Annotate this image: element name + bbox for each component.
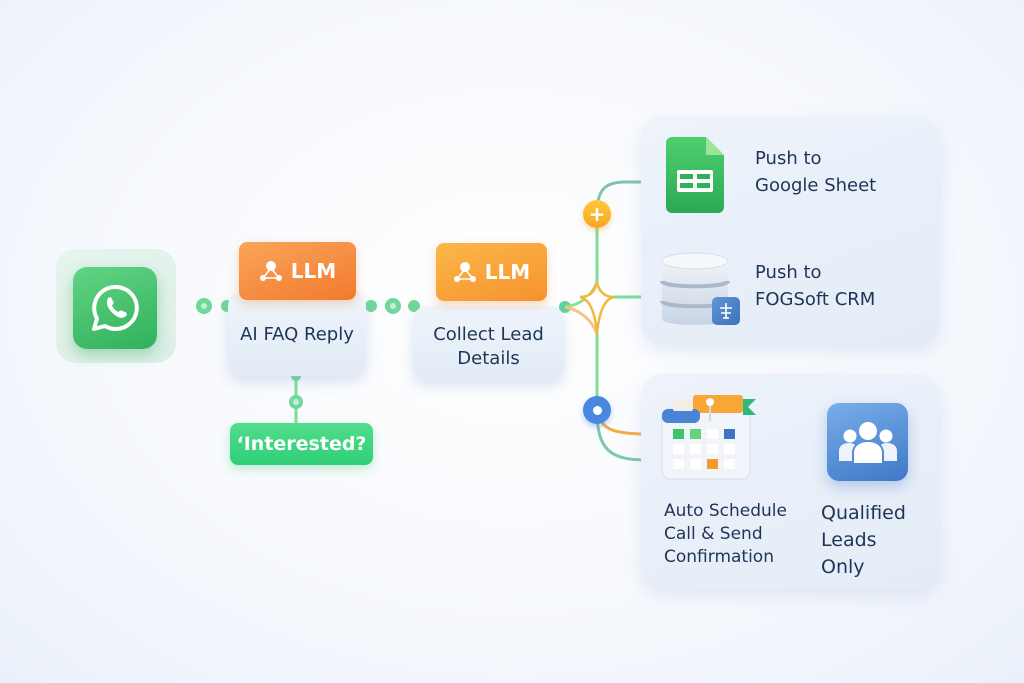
interested-condition-button[interactable]: ‘Interested? — [230, 423, 373, 465]
database-icon — [660, 252, 740, 325]
plus-branch-button[interactable]: + — [583, 200, 611, 228]
users-icon — [838, 422, 897, 463]
google-sheet-label-line2: Google Sheet — [755, 175, 877, 196]
google-sheet-action[interactable] — [666, 137, 724, 213]
collect-lead-label-line2: Details — [457, 348, 520, 369]
llm-badge-collect[interactable]: LLM — [436, 243, 547, 301]
llm-badge-label: LLM — [484, 260, 531, 284]
auto-schedule-label-line1: Auto Schedule — [664, 501, 787, 521]
auto-schedule-label-line2: Call & Send — [664, 524, 763, 544]
qualified-leads-label: Qualified Leads Only — [821, 500, 906, 581]
llm-badge-faq[interactable]: LLM — [239, 242, 356, 300]
collect-lead-label-line1: Collect Lead — [433, 324, 544, 345]
fogsoft-crm-label-line1: Push to — [755, 262, 822, 283]
filter-branch-button[interactable] — [583, 396, 611, 424]
circle-dot-icon — [592, 405, 602, 415]
fogsoft-crm-action[interactable] — [660, 251, 742, 331]
llm-badge-label: LLM — [290, 259, 337, 283]
google-sheet-label: Push to Google Sheet — [755, 145, 876, 199]
network-icon — [259, 261, 282, 281]
plus-icon: + — [588, 202, 606, 226]
sparkle-junction-icon — [579, 281, 615, 335]
calendar-icon — [661, 395, 756, 480]
auto-schedule-label-line3: Confirmation — [664, 547, 774, 567]
whatsapp-trigger[interactable] — [73, 267, 157, 349]
fogsoft-crm-label: Push to FOGSoft CRM — [755, 259, 875, 313]
whatsapp-icon — [92, 284, 139, 331]
interested-label: ‘Interested? — [236, 433, 367, 455]
ai-faq-reply-label: AI FAQ Reply — [240, 324, 354, 345]
fogsoft-crm-label-line2: FOGSoft CRM — [755, 289, 876, 310]
network-icon — [453, 262, 476, 282]
auto-schedule-label: Auto Schedule Call & Send Confirmation — [664, 500, 787, 569]
qualified-leads-action[interactable] — [827, 403, 908, 481]
google-sheets-icon — [666, 137, 724, 213]
google-sheet-label-line1: Push to — [755, 148, 822, 169]
auto-schedule-action[interactable] — [660, 393, 760, 481]
ai-faq-reply-node[interactable]: AI FAQ Reply — [228, 292, 366, 376]
collect-lead-details-node[interactable]: Collect Lead Details — [413, 306, 564, 380]
qualified-leads-label-line1: Qualified — [821, 502, 906, 524]
qualified-leads-label-line2: Leads — [821, 529, 877, 551]
qualified-leads-label-line3: Only — [821, 556, 865, 578]
